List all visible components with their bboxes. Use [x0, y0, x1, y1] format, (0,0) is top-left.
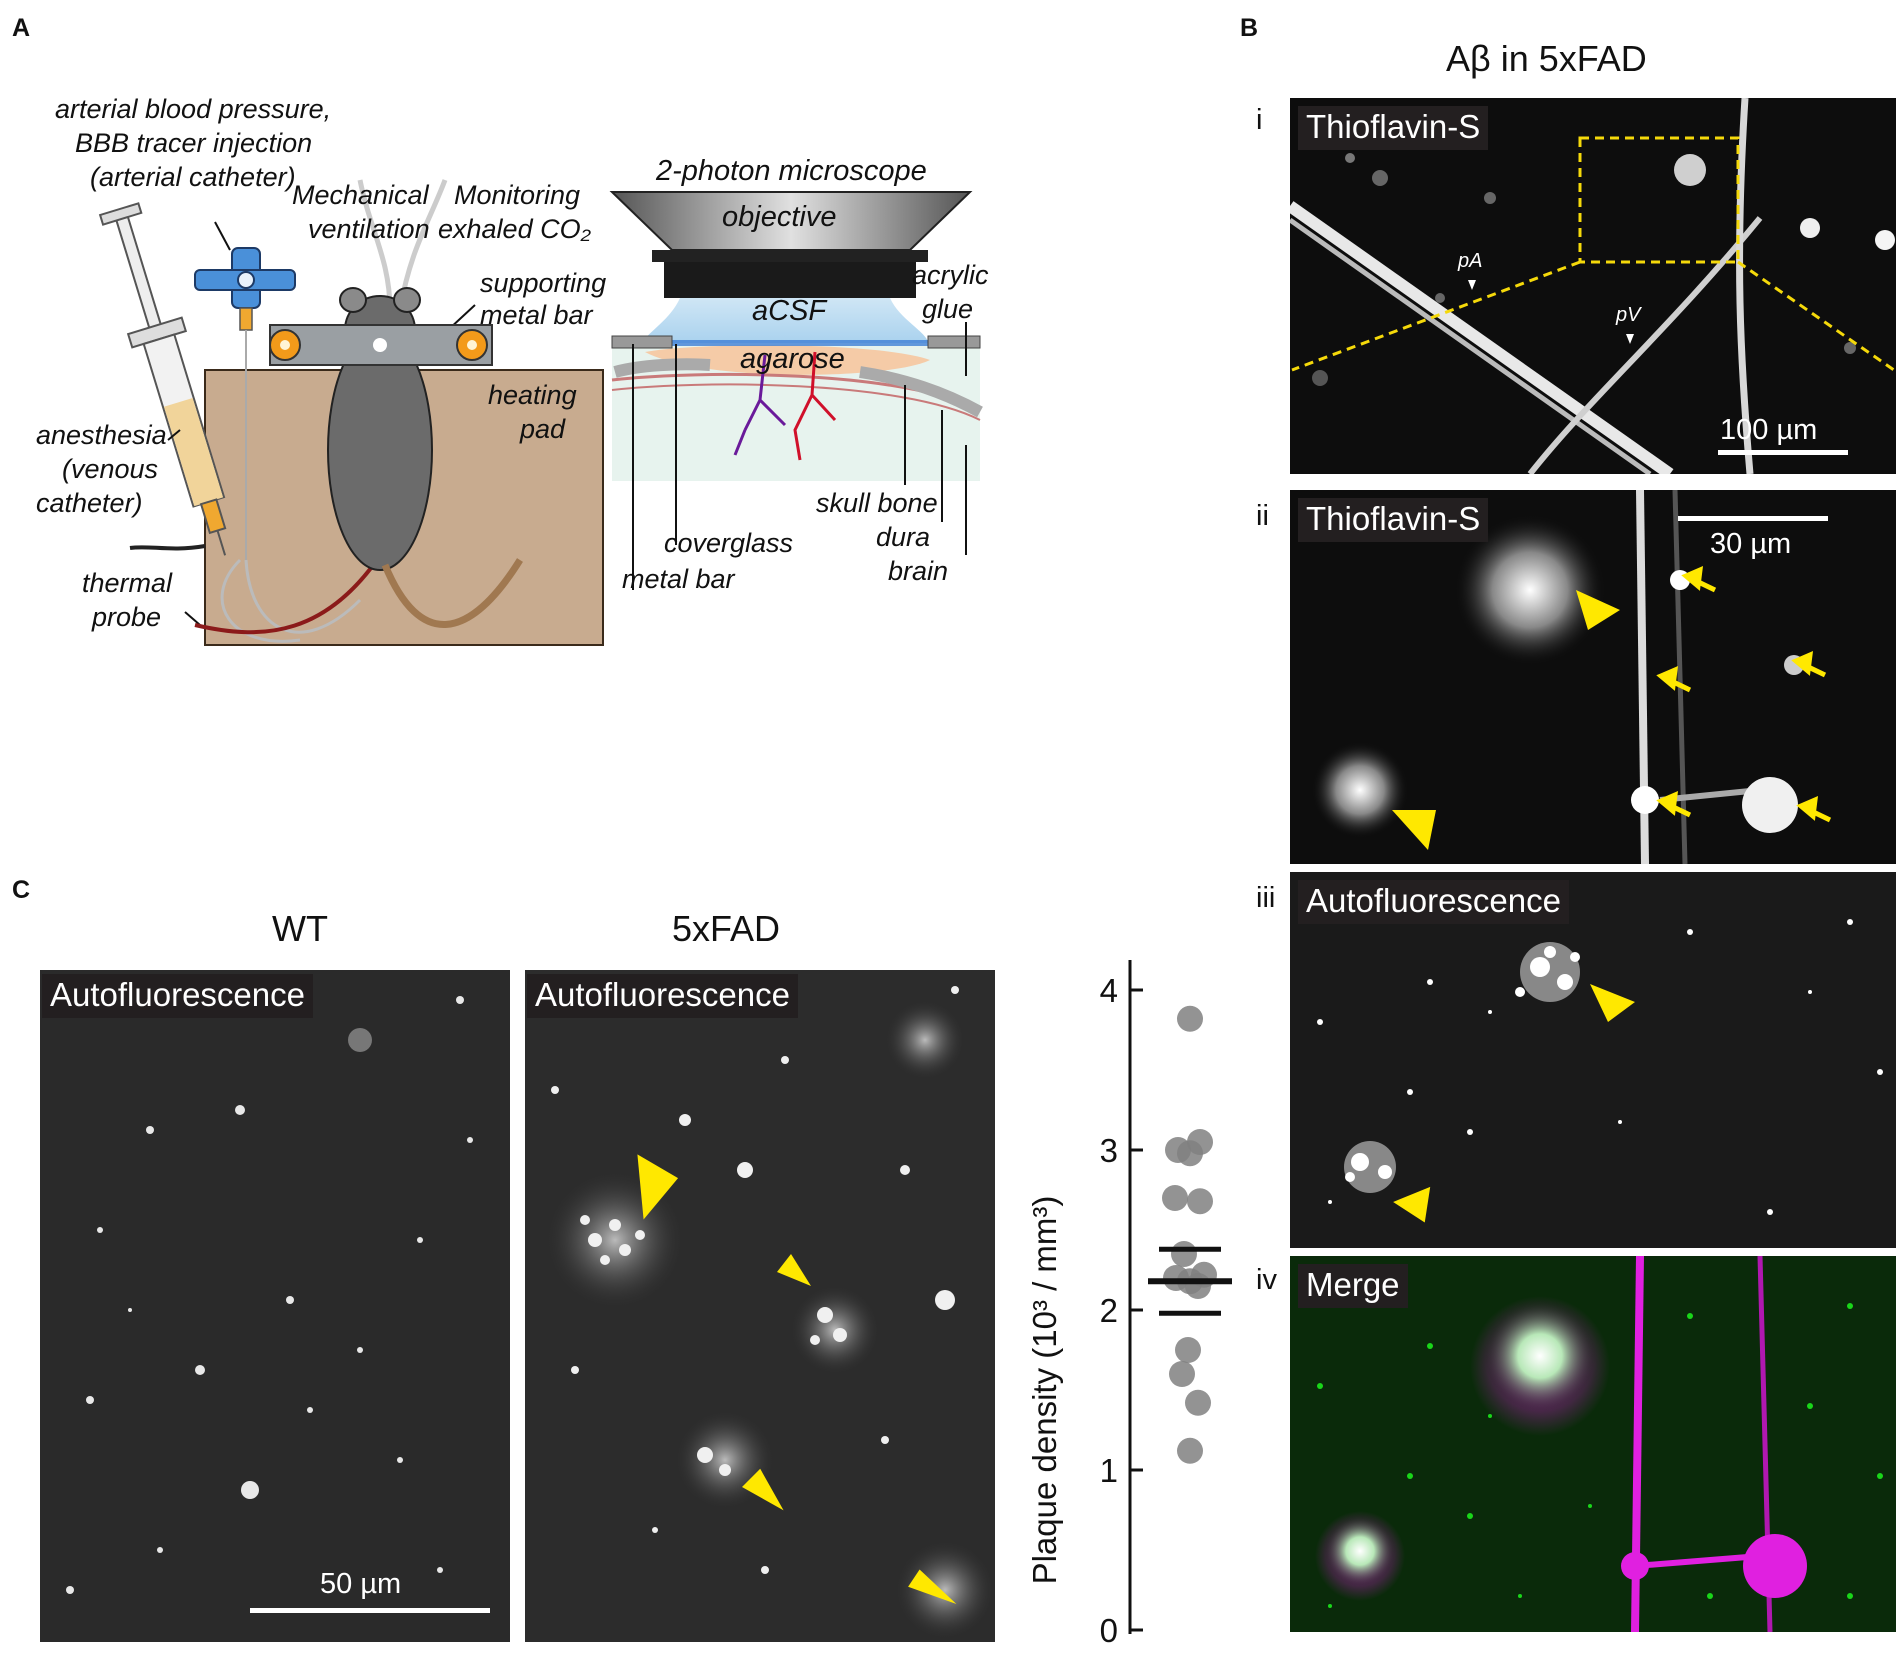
label-acsf: aCSF	[752, 295, 827, 327]
label-autofluorescence-5xfad: Autofluorescence	[527, 974, 798, 1018]
5xfad-title: 5xFAD	[672, 908, 781, 949]
data-point	[1169, 1361, 1195, 1387]
label-anesthesia-2: (venous	[62, 454, 159, 484]
label-thioflavin-s-i: Thioflavin-S	[1298, 106, 1489, 150]
zoom-connector	[1291, 260, 1895, 372]
label-brain: brain	[888, 556, 949, 586]
label-anesthesia-1: anesthesia	[36, 420, 167, 450]
data-point	[1177, 1437, 1203, 1464]
data-point	[1187, 1188, 1213, 1215]
y-axis-ticks: 0 1 2 3 4	[1100, 972, 1143, 1649]
wt-title: WT	[272, 908, 328, 949]
scale-label-100um: 100 µm	[1720, 414, 1818, 446]
label-dura: dura	[876, 522, 931, 552]
plaque-density-chart: Plaque density (10³ / mm³) 0 1 2 3 4	[1026, 960, 1232, 1649]
label-2photon: 2-photon microscope	[656, 155, 927, 187]
scale-label-30um: 30 µm	[1710, 528, 1792, 560]
roman-ii: ii	[1256, 500, 1269, 532]
label-autofluorescence-wt: Autofluorescence	[42, 974, 313, 1018]
label-merge: Merge	[1298, 1264, 1408, 1308]
scale-label-50um: 50 µm	[320, 1568, 402, 1600]
y-tick-label: 4	[1100, 972, 1118, 1009]
scale-bar-100um	[1718, 450, 1848, 455]
label-arterial-bp-line3: (arterial catheter)	[90, 162, 296, 192]
data-point	[1185, 1273, 1211, 1299]
label-acrylic-1: acrylic	[912, 260, 989, 290]
label-monitoring-2: exhaled CO₂	[438, 214, 591, 244]
panel-a-letter: A	[12, 14, 31, 42]
label-skull-bone: skull bone	[816, 488, 938, 518]
label-coverglass: coverglass	[664, 528, 794, 558]
roman-iii: iii	[1256, 882, 1276, 914]
autofluorescence-image-b: Autofluorescence	[1290, 872, 1896, 1248]
label-monitoring-1: Monitoring	[454, 180, 581, 210]
label-thermal-2: probe	[92, 602, 162, 632]
label-thioflavin-s-ii: Thioflavin-S	[1298, 498, 1489, 542]
panel-c-letter: C	[12, 876, 31, 904]
label-acrylic-2: glue	[922, 294, 974, 324]
label-arterial-bp-line1: arterial blood pressure,	[55, 94, 332, 124]
syringe-icon	[98, 202, 227, 556]
label-mech-ventilation-2: ventilation	[308, 214, 430, 244]
data-point	[1177, 1140, 1203, 1167]
y-tick-label: 2	[1100, 1292, 1118, 1329]
data-point	[1171, 1241, 1197, 1267]
panel-b-title: Aβ in 5xFAD	[1446, 38, 1647, 79]
roman-iv: iv	[1256, 1264, 1277, 1296]
y-tick-label: 0	[1100, 1612, 1118, 1649]
merge-image: Merge	[1290, 1256, 1896, 1632]
label-supporting-1: supporting	[480, 268, 607, 298]
microscope-cross-section	[609, 191, 983, 590]
thioflavin-image-zoom: Thioflavin-S 30 µm	[1290, 490, 1896, 864]
panel-b-letter: B	[1240, 14, 1259, 42]
5xfad-autofluorescence-image: Autofluorescence	[525, 970, 995, 1642]
y-tick-label: 1	[1100, 1452, 1118, 1489]
label-anesthesia-3: catheter)	[36, 488, 143, 518]
label-agarose: agarose	[740, 343, 845, 375]
arterial-catheter-icon	[194, 247, 296, 560]
y-tick-label: 3	[1100, 1132, 1118, 1169]
supporting-metal-bar	[269, 324, 493, 366]
label-arterial-bp-line2: BBB tracer injection	[75, 128, 313, 158]
label-objective: objective	[722, 201, 837, 233]
surgical-setup-illustration	[98, 179, 983, 646]
roman-i: i	[1256, 104, 1263, 136]
marker-pv: pV	[1616, 304, 1641, 326]
data-point	[1177, 1005, 1203, 1032]
label-heating-1: heating	[488, 380, 577, 410]
data-point	[1175, 1337, 1201, 1363]
label-supporting-2: metal bar	[480, 300, 593, 330]
data-point	[1185, 1389, 1211, 1416]
label-autofluorescence-iii: Autofluorescence	[1298, 880, 1569, 924]
label-heating-2: pad	[520, 414, 566, 444]
data-points	[1162, 1005, 1217, 1464]
data-point	[1162, 1185, 1188, 1211]
wt-autofluorescence-image: Autofluorescence 50 µm	[40, 970, 510, 1642]
label-thermal-1: thermal	[82, 568, 173, 598]
y-axis-label: Plaque density (10³ / mm³)	[1026, 1196, 1063, 1585]
label-mech-ventilation-1: Mechanical	[292, 180, 429, 210]
label-metal-bar: metal bar	[622, 564, 735, 594]
thioflavin-image-overview: Thioflavin-S pA pV 100 µm	[1290, 98, 1896, 474]
marker-pa: pA	[1458, 250, 1483, 272]
scale-bar-50um	[250, 1608, 490, 1613]
scale-bar-30um	[1678, 516, 1828, 521]
summary-lines	[1148, 1246, 1232, 1316]
